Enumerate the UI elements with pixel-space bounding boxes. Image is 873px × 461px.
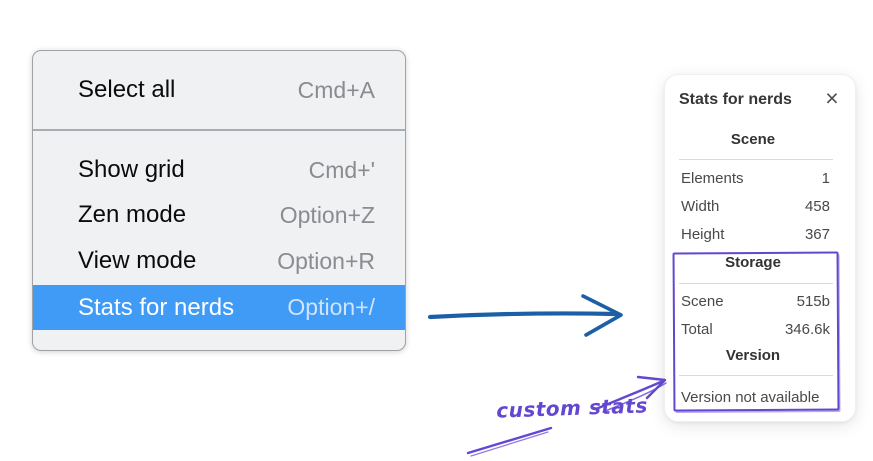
menu-item-select-all[interactable]: Select all Cmd+A (33, 68, 405, 112)
stat-row-total-storage: Total 346.6k (681, 317, 830, 341)
stat-value: 458 (804, 197, 830, 215)
stat-label: Total (681, 320, 713, 338)
menu-item-stats-for-nerds[interactable]: Stats for nerds Option+/ (33, 285, 405, 330)
stats-panel: Stats for nerds × Scene Elements 1 Width… (664, 74, 856, 422)
menu-item-label: Zen mode (78, 201, 187, 228)
section-heading-storage: Storage (725, 254, 781, 271)
stat-label: Height (681, 225, 725, 243)
divider (679, 375, 833, 376)
menu-separator (33, 129, 405, 131)
custom-stats-annotation: custom stats (495, 393, 649, 423)
version-note: Version not available (681, 389, 820, 406)
menu-item-label: View mode (78, 247, 197, 274)
menu-item-view-mode[interactable]: View mode Option+R (33, 239, 405, 283)
stat-row-height: Height 367 (681, 222, 830, 246)
menu-item-shortcut: Cmd+' (308, 156, 375, 183)
stat-row-scene-storage: Scene 515b (681, 289, 830, 313)
blue-arrow (427, 294, 623, 337)
menu-item-shortcut: Cmd+A (297, 76, 375, 103)
divider (679, 159, 833, 160)
stat-label: Width (681, 197, 720, 215)
stat-value: 1 (821, 169, 830, 187)
stats-panel-title: Stats for nerds (679, 91, 792, 108)
menu-item-shortcut: Option+R (277, 247, 375, 274)
menu-item-label: Stats for nerds (78, 293, 235, 321)
menu-item-label: Select all (78, 76, 176, 103)
context-menu: Select all Cmd+A Show grid Cmd+' Zen mod… (32, 50, 406, 351)
menu-item-show-grid[interactable]: Show grid Cmd+' (33, 148, 405, 192)
close-icon[interactable]: × (825, 85, 839, 111)
section-heading-scene: Scene (730, 131, 776, 148)
menu-item-shortcut: Option+/ (287, 294, 375, 320)
menu-item-shortcut: Option+Z (279, 201, 375, 228)
section-heading-version: Version (725, 347, 781, 364)
menu-item-label: Show grid (78, 156, 185, 183)
stat-label: Scene (681, 292, 724, 310)
divider (679, 283, 833, 284)
stat-row-width: Width 458 (681, 194, 830, 218)
purple-stroke (466, 426, 553, 457)
stat-value: 346.6k (784, 320, 830, 338)
stat-row-elements: Elements 1 (681, 166, 830, 190)
stat-label: Elements (681, 169, 744, 187)
stat-value: 515b (796, 292, 830, 310)
menu-item-zen-mode[interactable]: Zen mode Option+Z (33, 193, 405, 237)
stat-value: 367 (804, 225, 830, 243)
